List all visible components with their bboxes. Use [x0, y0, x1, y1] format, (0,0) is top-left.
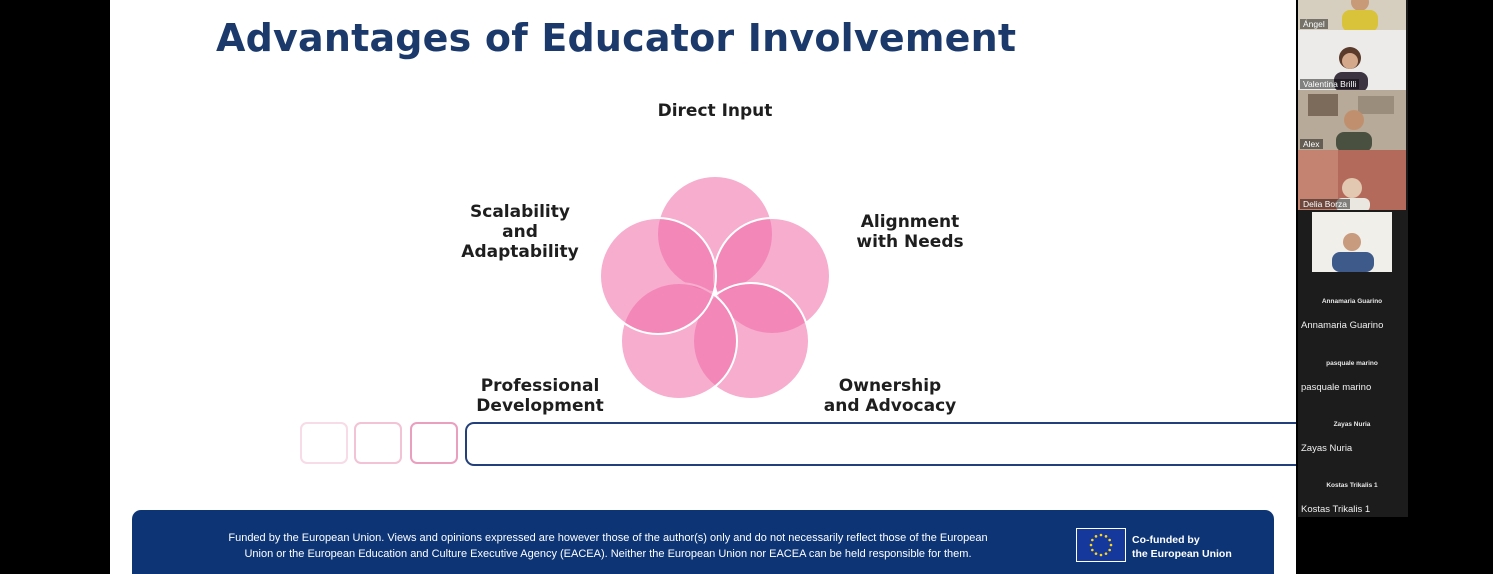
video-feed-icon: [1298, 90, 1406, 150]
participant-name: Zayas Nuria: [1301, 443, 1353, 454]
participant-name: Ángel: [1300, 19, 1328, 29]
participant-display-name: pasquale marino: [1326, 360, 1378, 367]
eu-flag-icon: [1076, 528, 1126, 562]
label-alignment-with-needs: Alignment with Needs: [856, 212, 964, 252]
participant-name: Annamaria Guarino: [1301, 320, 1384, 331]
funding-disclaimer: Funded by the European Union. Views and …: [228, 532, 988, 560]
eu-star: [1089, 543, 1093, 547]
placeholder-box-3: [410, 422, 458, 464]
eu-star: [1104, 552, 1108, 555]
participant-name: Kostas Trikalis 1: [1301, 504, 1371, 515]
participant-tile-kostas[interactable]: Kostas Trikalis 1 Kostas Trikalis 1: [1298, 474, 1406, 534]
eu-star: [1109, 543, 1113, 547]
participant-tile-pasquale[interactable]: pasquale marino pasquale marino: [1298, 352, 1406, 412]
participant-name: Alex: [1300, 139, 1323, 149]
participant-tile-annamaria[interactable]: Annamaria Guarino Annamaria Guarino: [1298, 290, 1406, 350]
participant-name: pasquale marino: [1301, 382, 1372, 393]
participant-tile-alex[interactable]: Alex: [1298, 90, 1406, 150]
label-ownership-and-advocacy: Ownership and Advocacy: [823, 376, 957, 416]
participant-tile-unnamed[interactable]: [1298, 212, 1406, 272]
eu-star: [1108, 548, 1111, 552]
eu-star: [1099, 533, 1103, 537]
participant-display-name: Kostas Trikalis 1: [1326, 482, 1378, 489]
placeholder-wide-box: [465, 422, 1296, 466]
video-feed-icon: [1298, 30, 1406, 90]
label-scalability-and-adaptability: Scalability and Adaptability: [461, 202, 579, 262]
label-direct-input: Direct Input: [657, 101, 773, 121]
participant-tile-angel[interactable]: Ángel: [1298, 0, 1406, 30]
participants-panel[interactable]: Ángel Valentina Brilli Alex Delia Borza: [1298, 0, 1408, 517]
participant-tile-delia[interactable]: Delia Borza: [1298, 150, 1406, 210]
venn-diagram: [599, 175, 831, 400]
label-professional-development: Professional Development: [476, 376, 604, 416]
participant-tile-zayas[interactable]: Zayas Nuria Zayas Nuria: [1298, 413, 1406, 473]
placeholder-box-2: [354, 422, 402, 464]
cofunded-label: Co-funded by the European Union: [1132, 534, 1232, 560]
presentation-slide: Advantages of Educator Involvement Direc…: [110, 0, 1296, 574]
eu-funding-footer: Funded by the European Union. Views and …: [132, 510, 1274, 574]
video-feed-icon: [1298, 0, 1406, 30]
participant-name: Delia Borza: [1300, 199, 1350, 209]
participant-tile-valentina[interactable]: Valentina Brilli: [1298, 30, 1406, 90]
eu-star: [1099, 553, 1103, 557]
participant-display-name: Zayas Nuria: [1333, 421, 1371, 428]
eu-star: [1091, 548, 1094, 552]
participant-display-name: Annamaria Guarino: [1321, 298, 1383, 305]
slide-title: Advantages of Educator Involvement: [216, 16, 1017, 60]
eu-star: [1108, 538, 1111, 542]
eu-star: [1094, 552, 1098, 555]
eu-star: [1094, 535, 1098, 538]
participant-name: Valentina Brilli: [1300, 79, 1360, 89]
eu-stars-icon: [1089, 533, 1113, 557]
placeholder-box-1: [300, 422, 348, 464]
eu-star: [1091, 538, 1094, 542]
eu-star: [1104, 535, 1108, 538]
venn-circle-scalability: [599, 217, 717, 335]
video-feed-icon: [1298, 150, 1406, 210]
video-feed-icon: [1298, 212, 1406, 272]
